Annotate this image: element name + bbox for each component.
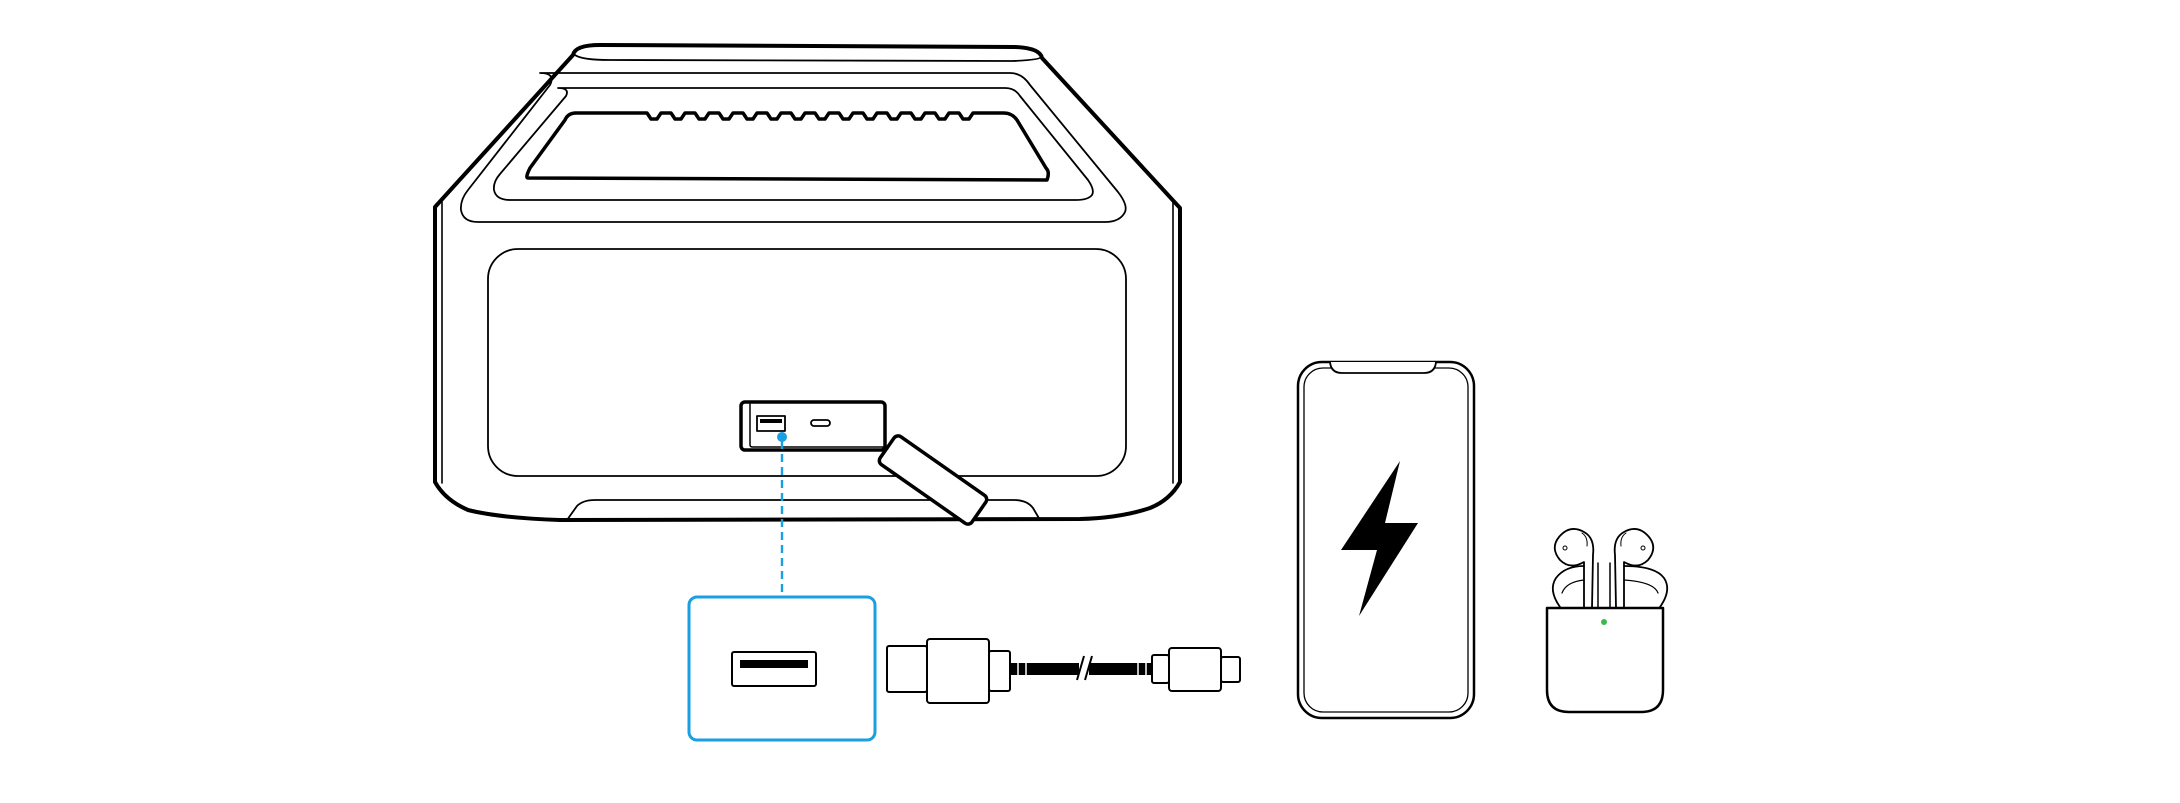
port-indicator-dot <box>777 432 787 442</box>
usb-c-plug-body <box>1168 647 1222 692</box>
handle-grip-hole <box>525 111 1051 182</box>
speaker <box>433 43 1182 522</box>
left-earbud <box>1553 528 1595 609</box>
cable-strain-relief-marks <box>1017 663 1147 675</box>
speaker-foot <box>566 499 1041 521</box>
speaker-grille-panel <box>487 248 1127 477</box>
case-status-led <box>1601 619 1607 625</box>
usb-a-port <box>756 415 786 432</box>
handle-middle-ring <box>492 87 1094 201</box>
usb-a-port-magnified <box>731 651 817 687</box>
port-panel <box>739 400 887 452</box>
usb-a-plug-body <box>926 638 990 704</box>
port-flap <box>877 434 989 526</box>
smartphone <box>1296 360 1476 720</box>
earbuds-case <box>1545 606 1665 714</box>
left-earbud-sensor <box>1562 545 1568 551</box>
phone-notch <box>1329 361 1437 374</box>
usb-cable <box>886 638 1241 704</box>
usb-a-plug-neck <box>988 650 1011 692</box>
case-cavity <box>1551 565 1585 608</box>
cable-cord-left <box>1010 663 1080 675</box>
lightning-bolt-icon <box>1341 461 1418 616</box>
usb-c-plug-tip <box>1220 656 1241 683</box>
cable-break-icon <box>1076 655 1093 681</box>
handle-outer-ring <box>459 72 1127 223</box>
usb-a-callout <box>687 432 877 742</box>
cable-cord-right <box>1088 663 1152 675</box>
right-earbud-sensor <box>1640 545 1646 551</box>
usb-a-plug-tip <box>886 645 928 693</box>
usb-c-port <box>810 419 831 427</box>
port-panel-inner-edge <box>749 403 885 448</box>
speaker-top-cap <box>574 54 1042 62</box>
usb-c-plug-neck <box>1151 654 1170 684</box>
speaker-body-outline <box>433 43 1182 522</box>
earbuds-with-case <box>1545 528 1669 714</box>
